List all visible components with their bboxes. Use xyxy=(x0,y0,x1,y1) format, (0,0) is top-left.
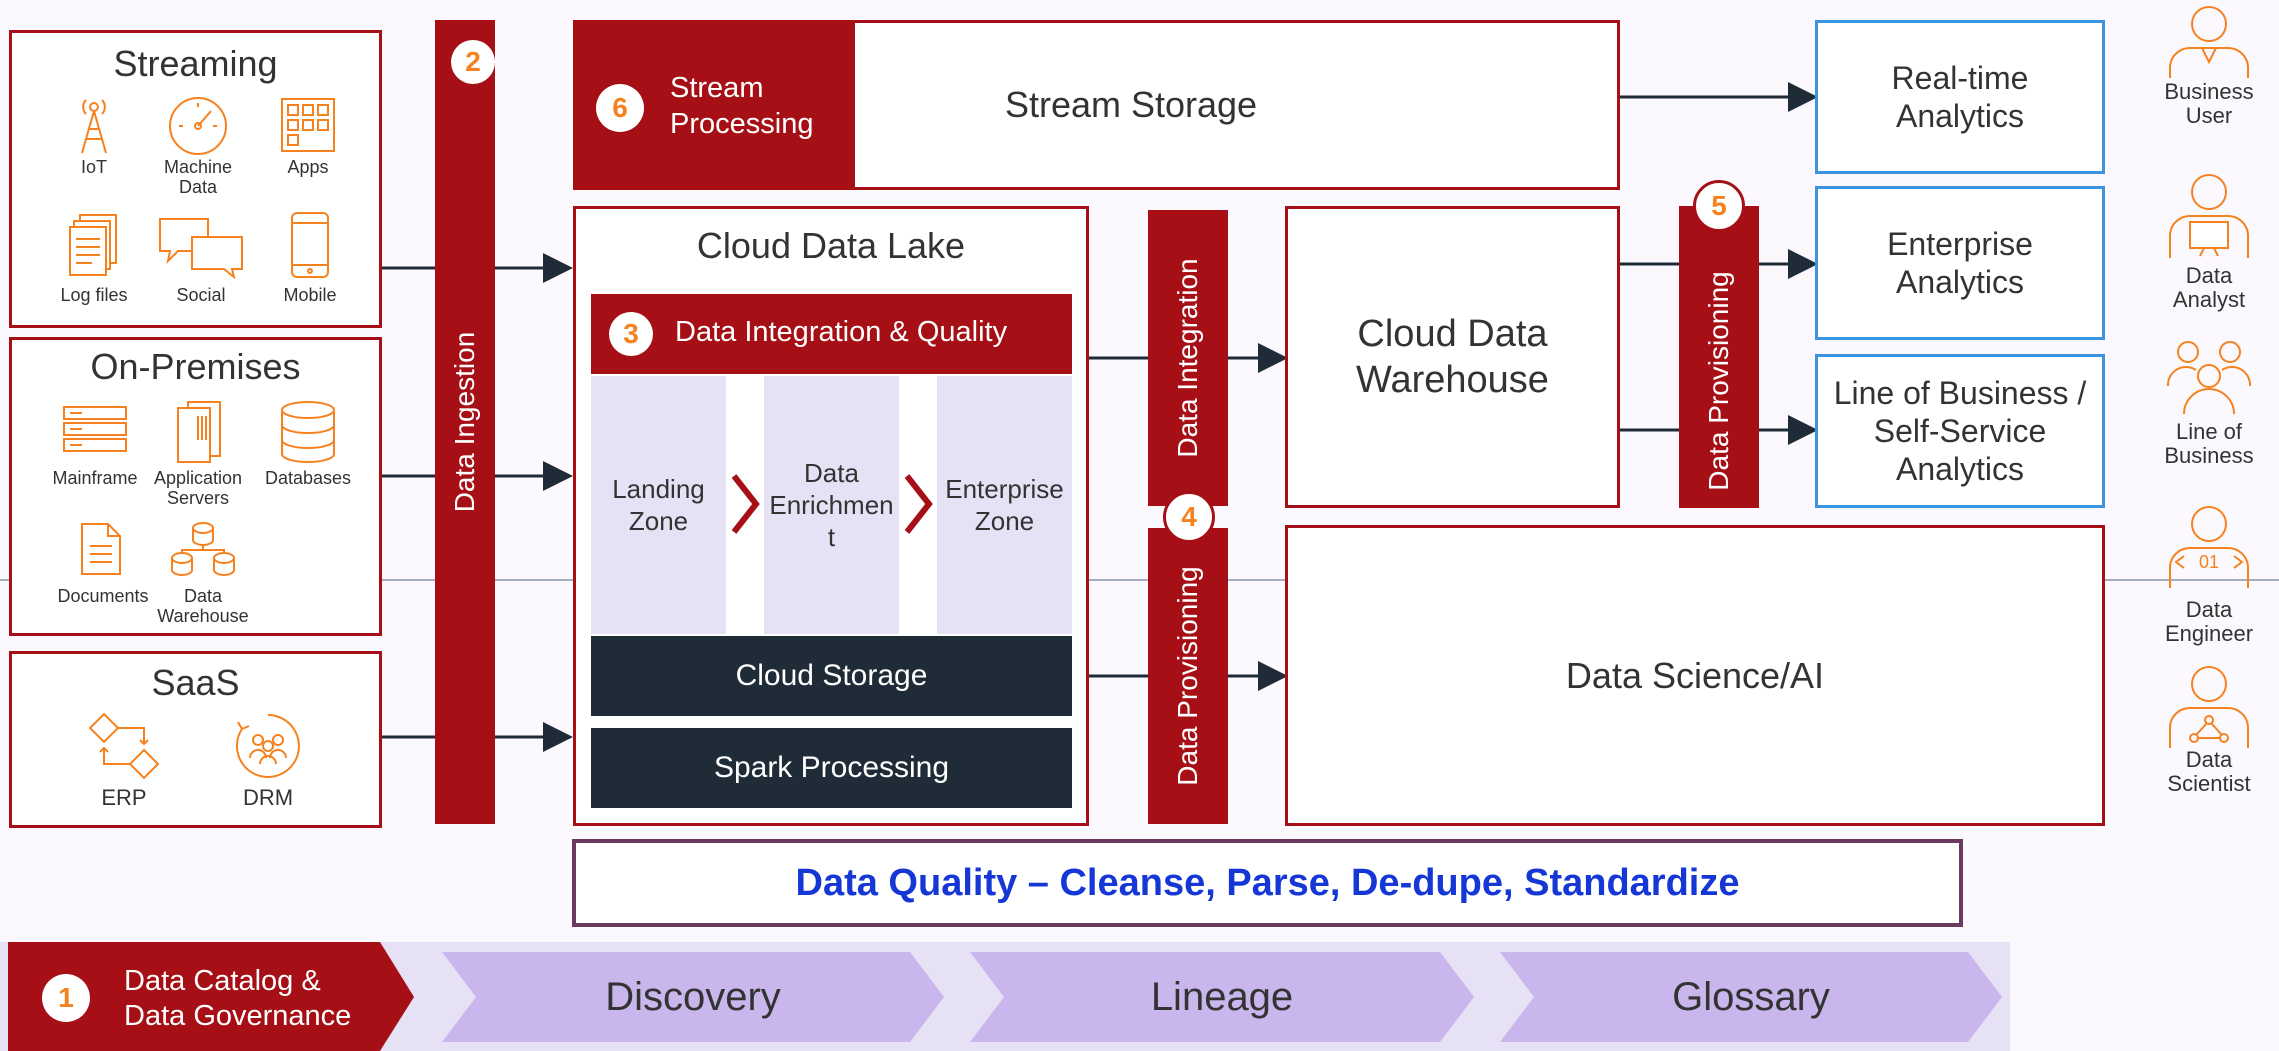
data-provisioning-lower-label: Data Provisioning xyxy=(1172,566,1203,786)
data-integration-bar: Data Integration xyxy=(1148,210,1228,506)
line-of-business-icon xyxy=(2166,341,2252,415)
log-files-label: Log files xyxy=(60,285,128,305)
on-premises-box: On-Premises Mainframe Application Server… xyxy=(9,337,382,636)
drm-label: DRM xyxy=(242,785,294,810)
data-scientist-icon xyxy=(2169,666,2249,748)
data-quality-banner: Data Quality – Cleanse, Parse, De-dupe, … xyxy=(572,839,1963,927)
enterprise-analytics-label: Enterprise Analytics xyxy=(1887,226,2033,300)
application-servers-label: Application Servers xyxy=(153,468,243,508)
data-quality-label: Data Quality – Cleanse, Parse, De-dupe, … xyxy=(795,861,1740,904)
apps-label: Apps xyxy=(287,157,329,177)
data-provisioning-bar-lower: Data Provisioning xyxy=(1148,528,1228,824)
data-warehouse-label: Data Warehouse xyxy=(157,586,249,626)
cloud-data-lake-title: Cloud Data Lake xyxy=(696,225,966,266)
glossary-step: Glossary xyxy=(1672,974,1830,1019)
badge-5: 5 xyxy=(1693,180,1745,232)
svg-text:01: 01 xyxy=(2199,552,2219,572)
erp-label: ERP xyxy=(101,785,147,810)
apps-grid-icon xyxy=(281,98,335,152)
catalog-arrow-shapes xyxy=(8,942,2002,1051)
mainframe-icon xyxy=(63,406,127,452)
badge-2: 2 xyxy=(451,40,495,84)
mobile-label: Mobile xyxy=(283,285,337,305)
saas-box: SaaS ERP DRM xyxy=(9,651,382,828)
erp-flow-icon xyxy=(88,712,160,780)
data-warehouse-icon xyxy=(171,522,235,576)
spark-processing-panel: Spark Processing xyxy=(591,728,1072,808)
discovery-step: Discovery xyxy=(605,974,781,1019)
social-chat-icon xyxy=(159,218,243,279)
data-provisioning-bar: Data Provisioning xyxy=(1679,206,1759,508)
self-service-analytics-box: Line of Business / Self-Service Analytic… xyxy=(1815,354,2105,508)
document-icon xyxy=(81,523,121,575)
landing-zone: Landing Zone xyxy=(591,376,726,634)
badge-6: 6 xyxy=(596,84,644,132)
chevron-right-icon xyxy=(731,474,760,534)
data-analyst-icon xyxy=(2169,174,2249,258)
log-files-icon xyxy=(69,214,117,276)
data-ingestion-label: Data Ingestion xyxy=(449,331,480,513)
iot-label: IoT xyxy=(80,157,107,177)
data-engineer-label: Data Engineer xyxy=(2164,597,2254,646)
gauge-icon xyxy=(169,97,227,155)
line-of-business-label: Line of Business xyxy=(2164,419,2254,468)
real-time-analytics-box: Real-time Analytics xyxy=(1815,20,2105,174)
data-provisioning-label: Data Provisioning xyxy=(1703,271,1734,491)
data-enrichment-zone: Data Enrichmen t xyxy=(764,376,899,634)
cloud-storage-panel: Cloud Storage xyxy=(591,636,1072,716)
real-time-analytics-label: Real-time Analytics xyxy=(1891,60,2029,134)
databases-label: Databases xyxy=(264,468,352,488)
iot-tower-icon xyxy=(81,99,107,154)
on-premises-title: On-Premises xyxy=(90,346,301,387)
lineage-step: Lineage xyxy=(1150,974,1294,1019)
mobile-phone-icon xyxy=(291,212,329,278)
data-science-ai-title: Data Science/AI xyxy=(1565,654,1825,696)
badge-3: 3 xyxy=(609,312,653,356)
cloud-data-warehouse-box: Cloud Data Warehouse xyxy=(1285,206,1620,508)
badge-4: 4 xyxy=(1163,491,1215,543)
machine-data-label: Machine Data xyxy=(163,157,233,197)
documents-label: Documents xyxy=(57,586,149,606)
stream-processing-label: Stream Processing xyxy=(670,72,814,140)
business-user-label: Business User xyxy=(2164,79,2254,128)
data-scientist-label: Data Scientist xyxy=(2167,747,2251,796)
streaming-title: Streaming xyxy=(113,43,278,84)
enterprise-analytics-box: Enterprise Analytics xyxy=(1815,186,2105,340)
data-ingestion-bar: Data Ingestion xyxy=(435,20,495,824)
saas-title: SaaS xyxy=(151,662,240,703)
cloud-data-warehouse-title: Cloud Data Warehouse xyxy=(1356,313,1549,401)
self-service-analytics-label: Line of Business / Self-Service Analytic… xyxy=(1833,375,2087,487)
streaming-box: Streaming IoT Machine Data Apps Log file… xyxy=(9,30,382,328)
stream-storage-label: Stream Storage xyxy=(1004,84,1258,125)
data-analyst-label: Data Analyst xyxy=(2172,263,2246,312)
data-engineer-icon: 01 xyxy=(2169,506,2249,588)
data-science-ai-box: Data Science/AI xyxy=(1285,525,2105,826)
app-servers-icon xyxy=(177,401,221,463)
database-icon xyxy=(281,401,335,463)
drm-people-icon xyxy=(235,714,300,778)
badge-1: 1 xyxy=(42,974,90,1022)
social-label: Social xyxy=(176,285,226,305)
data-integration-label: Data Integration xyxy=(1172,258,1203,458)
catalog-governance-label: Data Catalog & Data Governance xyxy=(124,965,352,1032)
chevron-right-icon xyxy=(904,474,933,534)
data-integration-quality-bar: Data Integration & Quality xyxy=(591,294,1072,374)
enterprise-zone: Enterprise Zone xyxy=(937,376,1072,634)
mainframe-label: Mainframe xyxy=(52,468,138,488)
data-integration-quality-label: Data Integration & Quality xyxy=(675,316,1008,348)
business-user-icon xyxy=(2169,6,2249,78)
